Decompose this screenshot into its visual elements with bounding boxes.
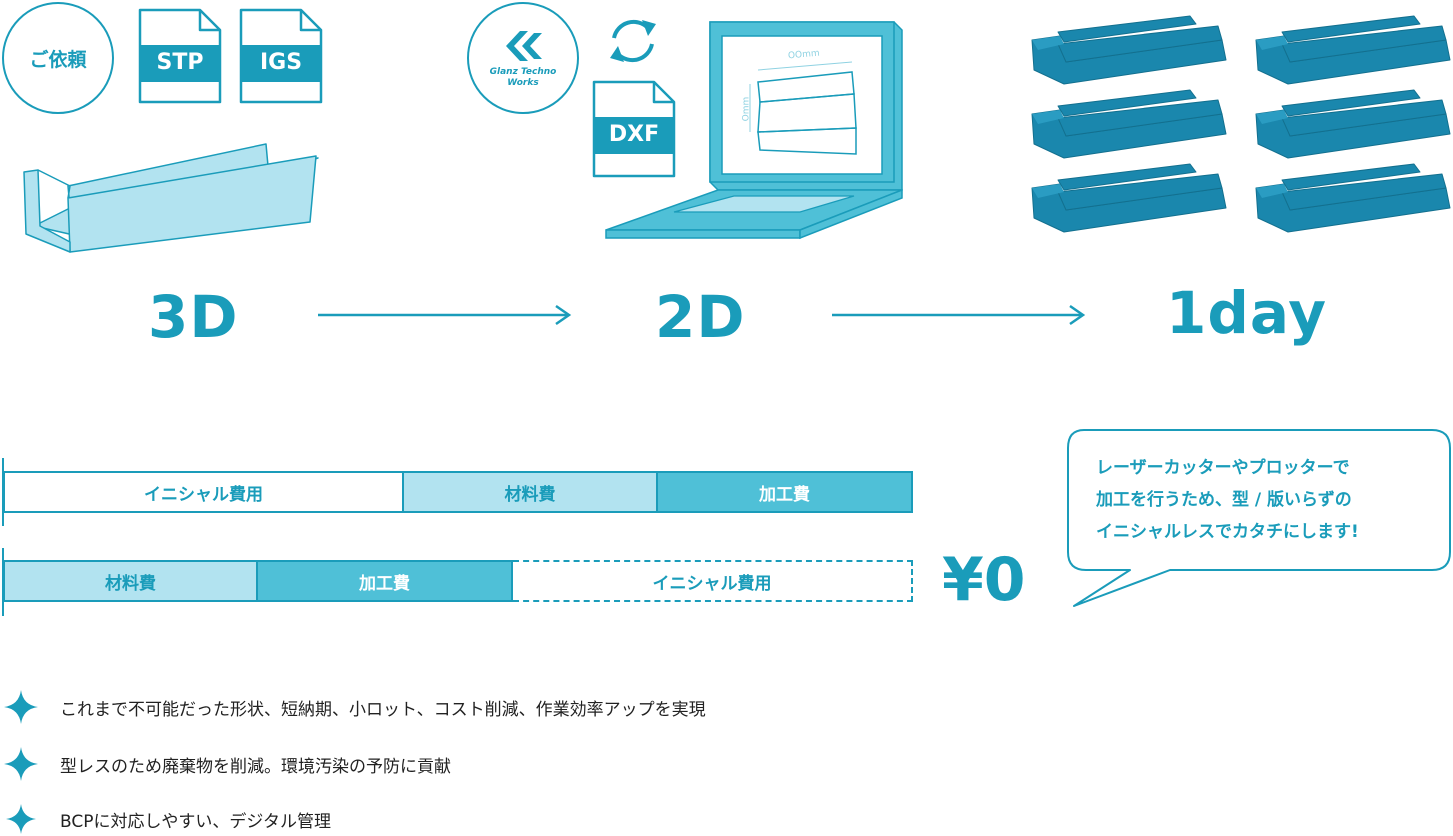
cost-segment-material: 材料費 (404, 471, 658, 513)
screen-dimension-side: Omm (741, 96, 752, 122)
finished-part-icon (1031, 15, 1227, 85)
benefit-text: BCPに対応しやすい、デジタル管理 (60, 811, 331, 832)
diamond-bullet-icon (4, 747, 38, 781)
benefit-list-item: BCPに対応しやすい、デジタル管理 (4, 804, 331, 834)
arrow-right-icon (318, 304, 572, 326)
finished-parts-grid (1030, 14, 1451, 244)
bubble-line: 加工を行うため、型 / 版いらずの (1096, 490, 1352, 510)
benefit-text: 型レスのため廃棄物を削減。環境汚染の予防に貢献 (60, 756, 451, 777)
cost-segment-processing: 加工費 (658, 471, 913, 513)
dxf-file-icon: DXF (592, 80, 676, 178)
company-logo-icon (506, 31, 542, 61)
stp-file-label: STP (156, 50, 204, 75)
stp-file-icon: STP (138, 8, 222, 104)
igs-file-label: IGS (259, 50, 303, 75)
cost-bar-after: 材料費 加工費 イニシャル費用 (3, 560, 913, 602)
benefit-text: これまで不可能だった形状、短納期、小ロット、コスト削減、作業効率アップを実現 (60, 699, 706, 720)
step-label-1day: 1day (1166, 279, 1328, 347)
request-badge: ご依頼 (2, 2, 114, 114)
finished-part-icon (1031, 89, 1227, 159)
bubble-line: レーザーカッターやプロッターで (1096, 458, 1350, 478)
logo-text-line1: Glanz Techno (489, 67, 557, 77)
logo-text-line2: Works (507, 78, 539, 88)
cost-segment-material: 材料費 (3, 560, 258, 602)
3d-channel-part-icon (23, 143, 319, 253)
cost-segment-initial: イニシャル費用 (3, 471, 404, 513)
step-label-3d: 3D (148, 283, 239, 351)
finished-part-icon (1255, 163, 1451, 233)
benefit-list-item: これまで不可能だった形状、短納期、小ロット、コスト削減、作業効率アップを実現 (4, 690, 706, 724)
benefit-list-item: 型レスのため廃棄物を削減。環境汚染の予防に貢献 (4, 747, 451, 781)
company-logo-badge: Glanz Techno Works (467, 2, 579, 114)
dxf-file-label: DXF (608, 122, 660, 147)
refresh-icon (610, 19, 656, 63)
igs-file-icon: IGS (239, 8, 323, 104)
speech-bubble (1067, 429, 1451, 607)
request-label: ご依頼 (29, 48, 87, 71)
bubble-line: イニシャルレスでカタチにします! (1096, 522, 1359, 542)
cost-bar-before: イニシャル費用 材料費 加工費 (3, 471, 913, 513)
finished-part-icon (1255, 15, 1451, 85)
cost-segment-initial-zero: イニシャル費用 (513, 560, 913, 602)
zero-yen-label: ¥0 (942, 545, 1026, 615)
arrow-right-icon (832, 304, 1086, 326)
finished-part-icon (1031, 163, 1227, 233)
diamond-bullet-icon (4, 690, 38, 724)
laptop-icon (605, 21, 903, 240)
finished-part-icon (1255, 89, 1451, 159)
cost-segment-processing: 加工費 (258, 560, 513, 602)
diamond-bullet-icon (6, 804, 36, 834)
speech-bubble-text: レーザーカッターやプロッターで 加工を行うため、型 / 版いらずの イニシャルレ… (1096, 452, 1359, 548)
step-label-2d: 2D (655, 283, 746, 351)
